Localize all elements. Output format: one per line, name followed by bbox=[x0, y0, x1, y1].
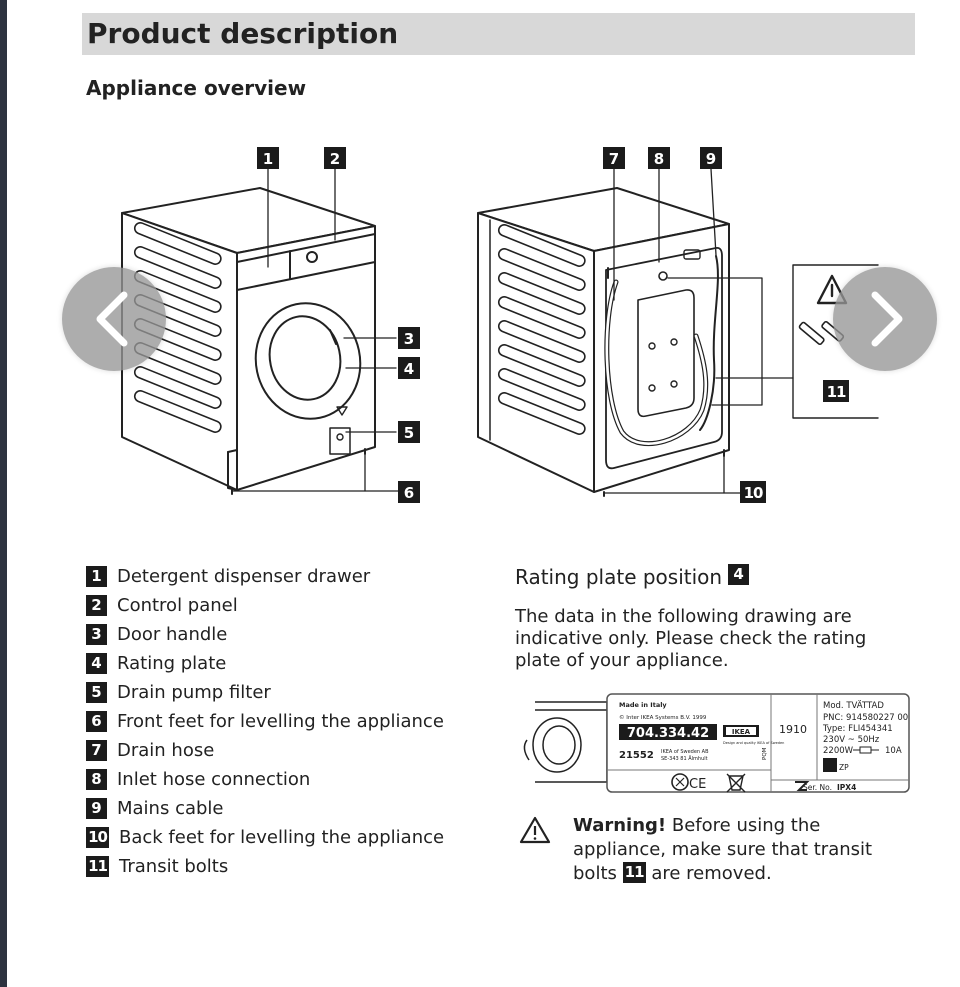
legend-number: 7 bbox=[86, 740, 107, 761]
callout-2: 2 bbox=[324, 147, 346, 169]
warning-body: Before using the appliance, make sure th… bbox=[573, 815, 873, 884]
list-item: 5 Drain pump filter bbox=[86, 678, 444, 707]
page-title: Product description bbox=[87, 17, 399, 50]
legend-number: 3 bbox=[86, 624, 107, 645]
svg-text:5: 5 bbox=[404, 424, 414, 442]
legend-number: 1 bbox=[86, 566, 107, 587]
legend-label: Back feet for levelling the appliance bbox=[119, 827, 445, 848]
svg-text:6: 6 bbox=[404, 484, 414, 502]
rating-plate-ref-badge: 4 bbox=[728, 563, 750, 585]
svg-text:Made in Italy: Made in Italy bbox=[619, 701, 667, 709]
callout-10: 10 bbox=[740, 481, 766, 503]
parts-legend: 1 Detergent dispenser drawer 2 Control pan… bbox=[86, 562, 444, 881]
rating-plate-heading: Rating plate position 4 bbox=[515, 563, 750, 589]
legend-number: 5 bbox=[86, 682, 107, 703]
list-item: 6 Front feet for levelling the appliance bbox=[86, 707, 444, 736]
legend-label: Detergent dispenser drawer bbox=[117, 566, 371, 587]
legend-label: Front feet for levelling the appliance bbox=[117, 711, 444, 732]
svg-text:2200W: 2200W bbox=[823, 746, 854, 756]
list-item: 10 Back feet for levelling the appliance bbox=[86, 823, 444, 852]
svg-text:230V ~ 50Hz: 230V ~ 50Hz bbox=[823, 735, 880, 745]
chevron-left-icon bbox=[96, 291, 128, 347]
legend-label: Door handle bbox=[117, 624, 228, 645]
legend-number: 6 bbox=[86, 711, 107, 732]
legend-number: 9 bbox=[86, 798, 107, 819]
callout-8: 8 bbox=[648, 147, 670, 169]
svg-text:2: 2 bbox=[330, 150, 340, 168]
legend-label: Drain pump filter bbox=[117, 682, 271, 703]
legend-number: 11 bbox=[86, 856, 109, 877]
legend-number: 10 bbox=[86, 827, 109, 848]
svg-text:PQM: PQM bbox=[762, 747, 768, 760]
rating-plate-description: The data in the following drawing are in… bbox=[515, 606, 867, 671]
svg-text:3: 3 bbox=[404, 330, 414, 348]
callout-7: 7 bbox=[603, 147, 625, 169]
svg-text:PNC: 914580227 00: PNC: 914580227 00 bbox=[823, 713, 908, 723]
list-item: 8 Inlet hose connection bbox=[86, 765, 444, 794]
svg-text:ZP: ZP bbox=[839, 763, 849, 772]
legend-number: 2 bbox=[86, 595, 107, 616]
window-edge bbox=[0, 0, 7, 987]
svg-text:Mod. TVÄTTAD: Mod. TVÄTTAD bbox=[823, 700, 884, 711]
legend-label: Drain hose bbox=[117, 740, 215, 761]
list-item: 2 Control panel bbox=[86, 591, 444, 620]
warning-triangle-icon bbox=[519, 816, 551, 844]
list-item: 7 Drain hose bbox=[86, 736, 444, 765]
legend-label: Mains cable bbox=[117, 798, 224, 819]
rear-view-drawing bbox=[477, 187, 730, 497]
section-title: Appliance overview bbox=[86, 76, 307, 100]
svg-text:9: 9 bbox=[706, 150, 716, 168]
svg-text:11: 11 bbox=[827, 383, 846, 401]
legend-label: Control panel bbox=[117, 595, 238, 616]
svg-text:CE: CE bbox=[689, 777, 706, 792]
svg-text:IKEA: IKEA bbox=[732, 728, 751, 736]
svg-text:SE-343 81 Älmhult: SE-343 81 Älmhult bbox=[661, 755, 708, 762]
callout-5: 5 bbox=[398, 421, 420, 443]
list-item: 9 Mains cable bbox=[86, 794, 444, 823]
callout-9: 9 bbox=[700, 147, 722, 169]
warning-label: Warning! bbox=[573, 815, 667, 836]
svg-text:1910: 1910 bbox=[779, 723, 807, 736]
svg-text:© Inter IKEA Systems B.V. 1999: © Inter IKEA Systems B.V. 1999 bbox=[619, 714, 707, 721]
page-title-bar: Product description bbox=[82, 13, 915, 55]
svg-text:1: 1 bbox=[263, 150, 273, 168]
carousel-prev-button[interactable] bbox=[62, 267, 166, 371]
svg-text:Ser. No.: Ser. No. bbox=[803, 783, 832, 792]
svg-text:10: 10 bbox=[744, 484, 763, 502]
legend-label: Inlet hose connection bbox=[117, 769, 311, 790]
list-item: 3 Door handle bbox=[86, 620, 444, 649]
legend-number: 4 bbox=[86, 653, 107, 674]
svg-text:IKEA of Sweden AB: IKEA of Sweden AB bbox=[661, 749, 709, 755]
callout-11: 11 bbox=[823, 380, 849, 402]
list-item: 11 Transit bolts bbox=[86, 852, 444, 881]
svg-text:21552: 21552 bbox=[619, 750, 654, 761]
svg-text:704.334.42: 704.334.42 bbox=[627, 726, 709, 741]
svg-text:10A: 10A bbox=[885, 746, 902, 756]
list-item: 4 Rating plate bbox=[86, 649, 444, 678]
legend-label: Rating plate bbox=[117, 653, 227, 674]
warning-body-end: are removed. bbox=[651, 863, 772, 884]
svg-text:8: 8 bbox=[654, 150, 664, 168]
callout-3: 3 bbox=[398, 327, 420, 349]
svg-text:IPX4: IPX4 bbox=[837, 783, 856, 792]
callout-1: 1 bbox=[257, 147, 279, 169]
svg-text:Design and quality IKEA of Swe: Design and quality IKEA of Sweden bbox=[723, 741, 784, 745]
svg-text:4: 4 bbox=[404, 360, 414, 378]
rating-plate-heading-text: Rating plate position bbox=[515, 565, 723, 589]
svg-text:Type: FLI454341: Type: FLI454341 bbox=[822, 724, 893, 734]
carousel-next-button[interactable] bbox=[833, 267, 937, 371]
warning-ref-badge: 11 bbox=[622, 862, 646, 883]
callout-4: 4 bbox=[398, 357, 420, 379]
callout-6: 6 bbox=[398, 481, 420, 503]
legend-number: 8 bbox=[86, 769, 107, 790]
svg-text:7: 7 bbox=[609, 150, 619, 168]
chevron-right-icon bbox=[871, 291, 903, 347]
list-item: 1 Detergent dispenser drawer bbox=[86, 562, 444, 591]
warning-text: Warning! Before using the appliance, mak… bbox=[573, 814, 893, 886]
legend-label: Transit bolts bbox=[119, 856, 229, 877]
rating-plate-drawing: Made in Italy © Inter IKEA Systems B.V. … bbox=[523, 693, 910, 793]
